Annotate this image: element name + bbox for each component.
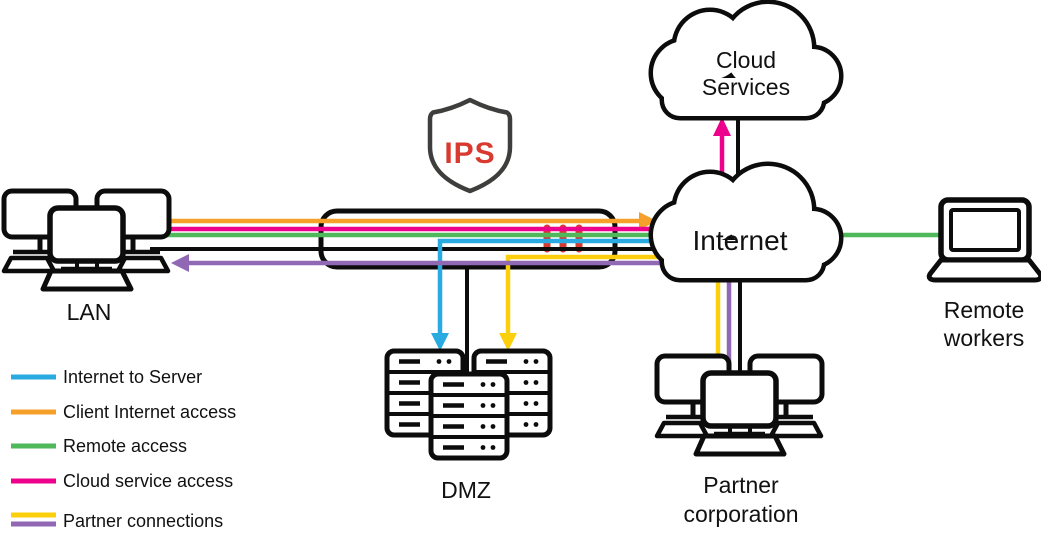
legend-label-cloud-service-access: Cloud service access — [63, 471, 233, 491]
remote-laptop-icon — [926, 197, 1041, 283]
legend-label-remote-access: Remote access — [63, 436, 187, 456]
lan-computers-icon — [4, 191, 169, 289]
cloud-services-label-1: Cloud — [716, 47, 776, 73]
remote-label-2: workers — [943, 325, 1025, 351]
partner-label-1: Partner — [703, 472, 779, 498]
partner-lan-arrow — [171, 254, 189, 272]
legend-label-client-internet-access: Client Internet access — [63, 402, 236, 422]
partner-dmz-arrow — [499, 333, 517, 351]
legend-label-partner-connections: Partner connections — [63, 511, 223, 531]
cloud-services-label-2: Services — [702, 74, 790, 100]
legend: Internet to Server Client Internet acces… — [11, 367, 236, 531]
internet-cloud-icon — [653, 166, 839, 278]
remote-label-1: Remote — [944, 297, 1025, 323]
partner-computers-icon — [657, 356, 822, 454]
dmz-label: DMZ — [441, 477, 491, 503]
internet-label: Internet — [693, 225, 788, 256]
lan-label: LAN — [67, 299, 112, 325]
internet-to-server-line — [437, 238, 672, 335]
legend-item-client-internet-access: Client Internet access — [11, 402, 236, 422]
internet-to-server-arrow — [431, 333, 449, 351]
partner-label-2: corporation — [683, 501, 798, 527]
ips-inspection-marks-icon — [543, 224, 583, 253]
legend-item-remote-access: Remote access — [11, 436, 187, 456]
legend-item-internet-to-server: Internet to Server — [11, 367, 202, 387]
dmz-rack-front — [431, 374, 507, 458]
legend-item-cloud-service-access: Cloud service access — [11, 471, 233, 491]
ips-shield-icon: IPS — [427, 97, 513, 194]
client-internet-access-arrow — [639, 212, 657, 230]
ips-label: IPS — [444, 137, 495, 170]
legend-item-partner-connections: Partner connections — [11, 511, 223, 531]
legend-label-internet-to-server: Internet to Server — [63, 367, 202, 387]
cloud-service-access-arrow — [713, 117, 731, 136]
partner-dmz-line — [505, 254, 672, 335]
